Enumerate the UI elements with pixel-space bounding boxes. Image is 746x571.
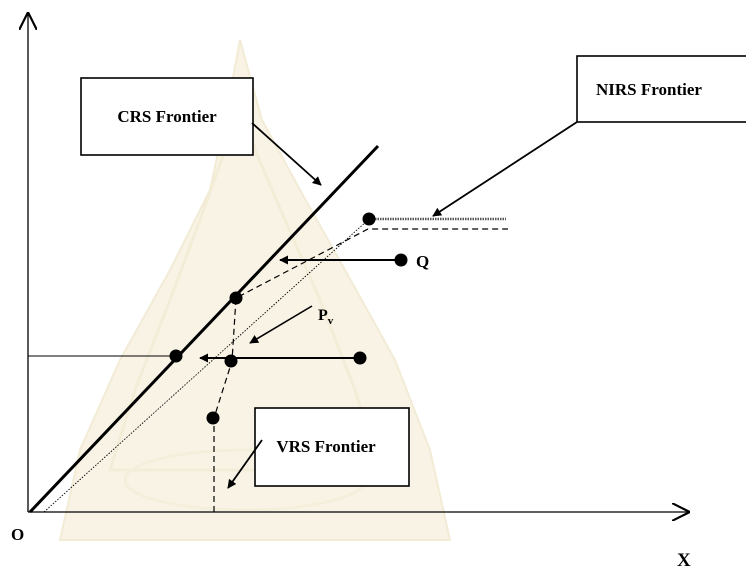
vrs-frontier-callout: VRS Frontier [254, 407, 410, 487]
point-q-label: Q [416, 252, 429, 271]
point-pv [224, 354, 238, 368]
origin-label: O [11, 525, 24, 544]
x-axis-label: X [677, 550, 691, 571]
point-vrs-lower [206, 411, 220, 425]
point-nirs-vertex [362, 212, 376, 226]
vrs-callout-arrow [227, 439, 263, 489]
crs-frontier-line [28, 144, 380, 514]
crs-callout-arrow [251, 122, 322, 186]
point-crs-tangent [229, 291, 243, 305]
vrs-frontier-label: VRS Frontier [276, 437, 376, 456]
point-crs-projection [169, 349, 183, 363]
crs-frontier-callout: CRS Frontier [80, 77, 254, 156]
nirs-frontier-ray [43, 219, 369, 513]
point-pv-label: Pv [318, 307, 334, 327]
pv-pointer-arrow [249, 305, 313, 344]
crs-frontier-label: CRS Frontier [117, 107, 217, 126]
vrs-frontier-line [213, 228, 508, 512]
nirs-frontier-label: NIRS Frontier [596, 80, 702, 99]
point-p [353, 351, 367, 365]
point-q [394, 253, 408, 267]
nirs-frontier-callout: NIRS Frontier [576, 55, 746, 123]
nirs-callout-arrow [432, 121, 578, 217]
